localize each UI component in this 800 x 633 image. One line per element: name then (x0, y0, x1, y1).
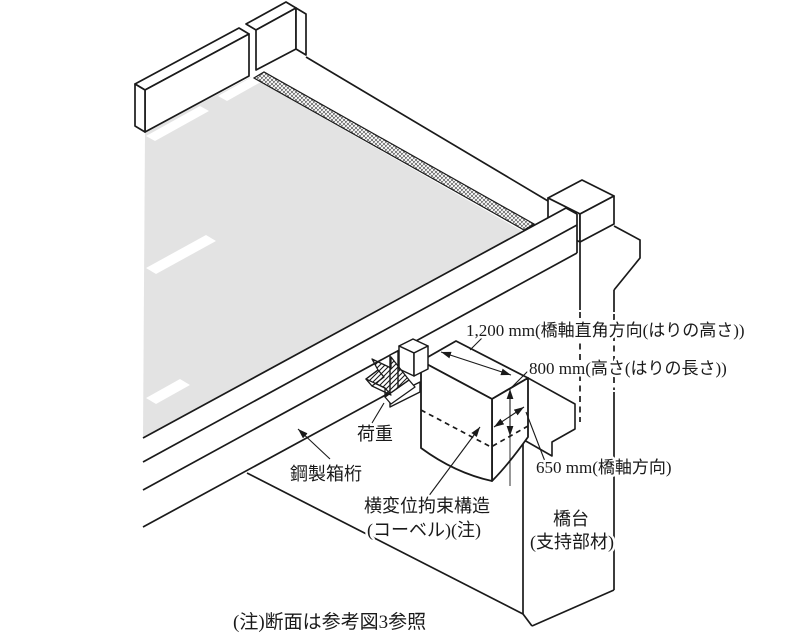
dimension-1200 (440, 335, 512, 376)
label-girder: 鋼製箱桁 (290, 464, 362, 484)
leader-restraint (427, 426, 481, 498)
corbel (420, 340, 529, 482)
abutment-backwall-edges (579, 225, 641, 422)
abutment-top-edge (305, 56, 549, 202)
lane-marking-dashes (146, 69, 275, 404)
parapet-bridge-side (134, 27, 250, 133)
label-dim-height: 800 mm(高さ(はりの長さ)) (529, 359, 727, 378)
label-abutment-2: (支持部材) (530, 532, 614, 553)
parapet-abutment-side (245, 1, 307, 71)
label-dim-longitudinal: 650 mm(橋軸方向) (536, 458, 672, 477)
label-abutment-1: 橋台 (553, 509, 589, 529)
abutment-notch (613, 225, 641, 291)
label-restraint-1: 横変位拘束構造 (364, 496, 490, 516)
dimension-650 (493, 406, 547, 465)
bridge-deck (143, 69, 522, 438)
abutment-stem (246, 392, 615, 627)
labels: 1,200 mm(橋軸直角方向(はりの高さ)) 800 mm(高さ(はりの長さ)… (231, 319, 748, 633)
bearing-seat (523, 377, 576, 457)
leader-load (371, 402, 385, 424)
label-dim-transverse: 1,200 mm(橋軸直角方向(はりの高さ)) (466, 321, 745, 340)
label-restraint-2: (コーベル)(注) (367, 520, 481, 541)
leader-girder (297, 428, 331, 460)
label-load: 荷重 (357, 424, 393, 444)
expansion-joint-strip (252, 71, 536, 231)
shear-key-block (398, 338, 429, 377)
steel-box-girder (142, 207, 578, 528)
note-text: (注)断面は参考図3参照 (233, 611, 426, 633)
load-arrow (365, 356, 416, 405)
leader-lines (297, 402, 481, 498)
